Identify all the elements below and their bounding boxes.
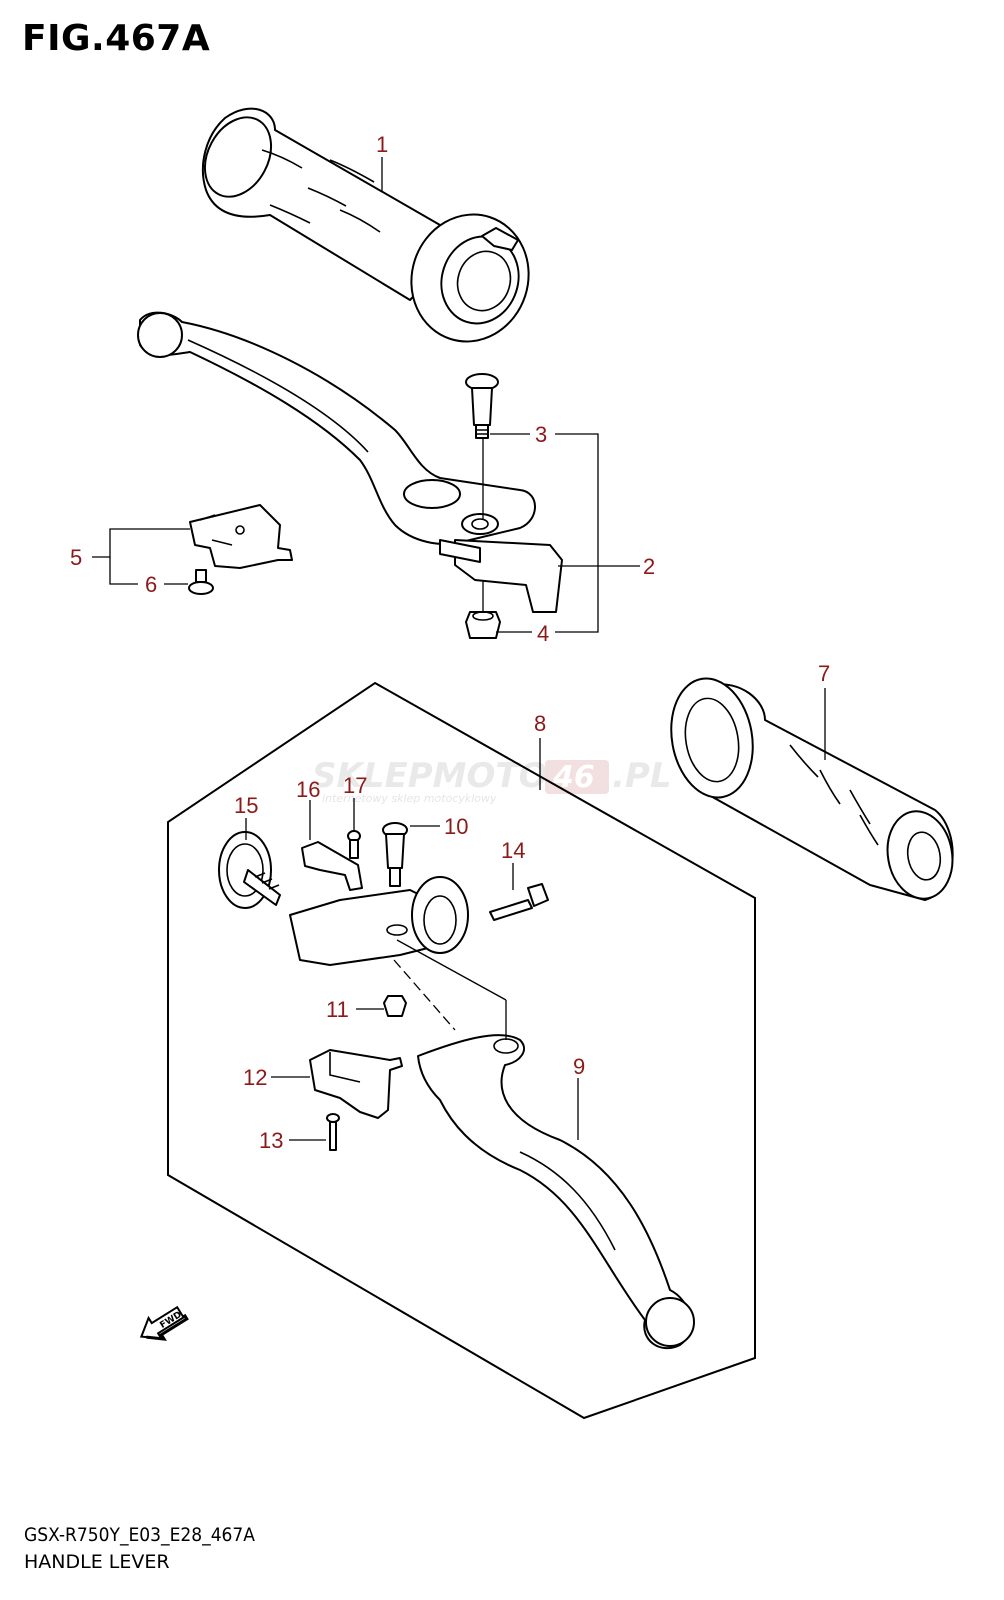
assembly-lines: [393, 939, 507, 1040]
fwd-arrow-icon: FWD: [139, 1305, 189, 1341]
kit-outline: [167, 681, 756, 1420]
callout-16: 16: [296, 777, 320, 802]
clip-screw: [347, 830, 361, 859]
adjuster-knob: [218, 831, 281, 909]
callout-13: 13: [259, 1128, 283, 1153]
callout-10: 10: [444, 814, 468, 839]
watermark-brand-b: 46: [552, 760, 595, 795]
callout-5: 5: [70, 545, 82, 570]
callout-6: 6: [145, 572, 157, 597]
callout-7: 7: [818, 661, 830, 686]
clutch-pivot-bolt: [382, 822, 408, 887]
clutch-holder: [289, 876, 469, 966]
pivot-nut: [465, 611, 501, 639]
model-code: GSX-R750Y_E03_E28_467A: [24, 1524, 255, 1546]
brake-switch: [189, 504, 293, 569]
figure-title: FIG.467A: [22, 18, 211, 59]
watermark-badge: [545, 760, 609, 794]
callout-4: 4: [537, 621, 549, 646]
switch-clip: [301, 841, 363, 891]
watermark: SKLEPMOTO 46 .PL internetowy sklep motoc…: [312, 756, 672, 805]
leader-lines: [92, 157, 826, 1141]
grip-right: [670, 677, 954, 901]
callout-15: 15: [234, 793, 258, 818]
watermark-brand-c: .PL: [612, 756, 672, 796]
callout-9: 9: [573, 1054, 585, 1079]
grip-left: [201, 107, 530, 343]
callout-1: 1: [376, 132, 388, 157]
holder-bolt: [489, 883, 549, 921]
callout-8: 8: [534, 711, 546, 736]
watermark-tagline: internetowy sklep motocyklowy: [322, 792, 497, 805]
clutch-switch-screw: [326, 1113, 340, 1151]
clutch-switch: [309, 1049, 403, 1119]
callout-3: 3: [535, 422, 547, 447]
callout-11: 11: [326, 997, 349, 1022]
watermark-brand-a: SKLEPMOTO: [312, 756, 547, 796]
callout-12: 12: [243, 1065, 267, 1090]
pivot-bolt: [465, 373, 499, 439]
holder-nut: [383, 995, 407, 1017]
callout-labels: 1 2 3 4 5 6 7 8 9 10 11 12 13 14 15 16 1…: [70, 132, 830, 1153]
callout-14: 14: [501, 838, 525, 863]
switch-screw: [188, 569, 214, 595]
clutch-lever: [417, 1034, 695, 1350]
brake-lever: [137, 311, 563, 613]
callout-2: 2: [643, 554, 655, 579]
callout-17: 17: [343, 773, 367, 798]
figure-caption: HANDLE LEVER: [24, 1551, 170, 1573]
